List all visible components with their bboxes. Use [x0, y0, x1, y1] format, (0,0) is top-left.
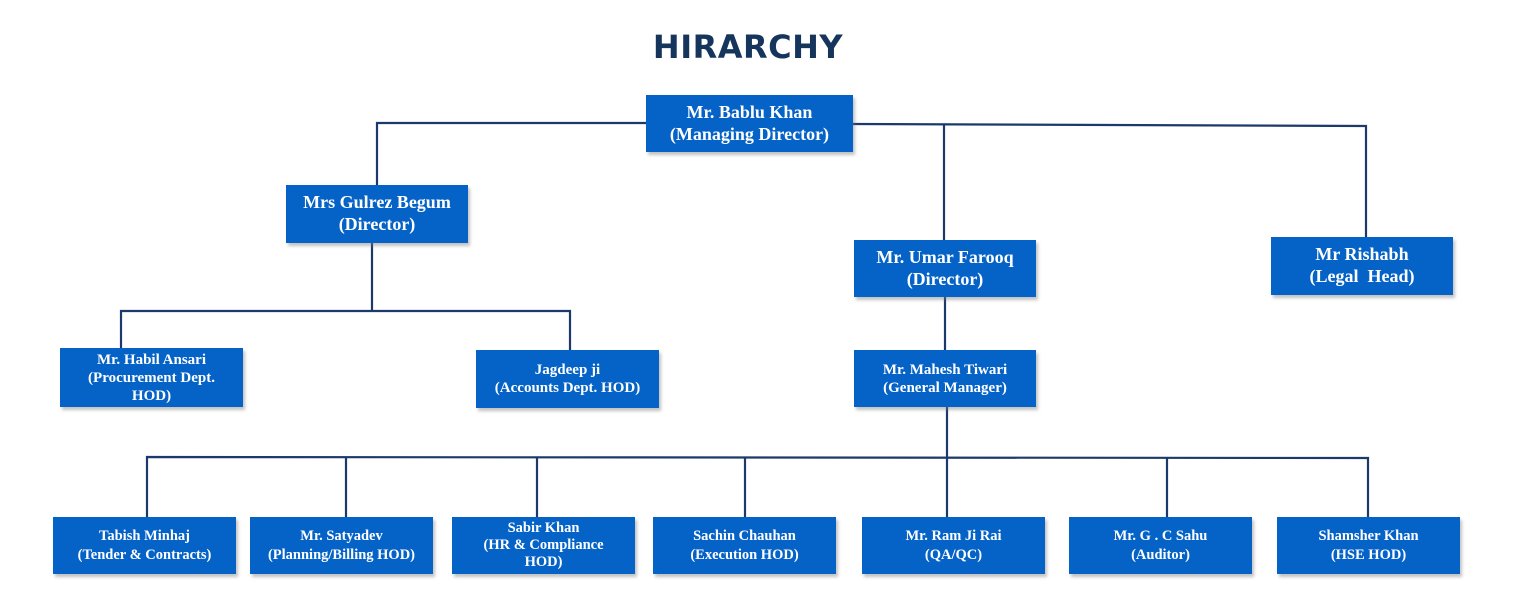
node-name: Jagdeep ji: [534, 362, 601, 378]
node-role: (HSE HOD): [1330, 546, 1407, 563]
connector-md-bus-right: [852, 122, 1368, 237]
node-execution-hod: Sachin Chauhan (Execution HOD): [653, 517, 836, 574]
node-name: Mr. Ram Ji Rai: [905, 528, 1002, 545]
node-role: (Director): [906, 268, 984, 289]
node-name: Tabish Minhaj: [99, 528, 190, 545]
node-role: (Planning/Billing HOD): [267, 546, 416, 563]
node-name: Mr. Satyadev: [300, 528, 383, 545]
node-name: Mr. Habil Ansari: [96, 351, 207, 368]
node-role: (Procurement Dept. HOD): [88, 369, 219, 404]
node-director-umar: Mr. Umar Farooq (Director): [854, 240, 1036, 297]
node-managing-director: Mr. Bablu Khan (Managing Director): [646, 95, 853, 152]
node-role: (Execution HOD): [690, 546, 799, 563]
node-role: (QA/QC): [924, 546, 983, 563]
node-role: (Legal Head): [1309, 266, 1415, 286]
node-name: Mr. Bablu Khan: [686, 101, 813, 122]
node-role: (Auditor): [1131, 546, 1190, 563]
chart-title: HIRARCHY: [652, 28, 844, 66]
node-accounts-hod: Jagdeep ji (Accounts Dept. HOD): [476, 350, 659, 408]
node-name: Sachin Chauhan: [693, 528, 796, 545]
node-planning-billing-hod: Mr. Satyadev (Planning/Billing HOD): [250, 517, 433, 574]
node-role: (Tender & Contracts): [77, 546, 212, 563]
node-auditor: Mr. G . C Sahu (Auditor): [1069, 517, 1252, 574]
node-procurement-hod: Mr. Habil Ansari (Procurement Dept. HOD): [60, 348, 243, 407]
node-hr-compliance-hod: Sabir Khan (HR & Compliance HOD): [452, 517, 635, 574]
node-name: Shamsher Khan: [1318, 528, 1419, 545]
node-role: (Accounts Dept. HOD): [494, 380, 641, 396]
connector-md-gulrez: [375, 121, 646, 185]
node-role: (General Manager): [883, 379, 1007, 396]
node-name: Mr. Umar Farooq: [876, 246, 1014, 267]
node-name: Mr. Mahesh Tiwari: [882, 361, 1008, 378]
node-name: Sabir Khan: [507, 520, 580, 537]
node-name: Mr. G . C Sahu: [1113, 528, 1208, 545]
node-legal-head: Mr Rishabh (Legal Head): [1271, 237, 1453, 295]
node-role: (Managing Director): [669, 123, 830, 144]
node-name: Mr Rishabh: [1315, 244, 1409, 265]
node-qa-qc: Mr. Ram Ji Rai (QA/QC): [862, 517, 1045, 574]
node-tender-contracts: Tabish Minhaj (Tender & Contracts): [53, 517, 236, 574]
node-general-manager: Mr. Mahesh Tiwari (General Manager): [854, 350, 1036, 407]
connector-gulrez-bus: [119, 309, 572, 350]
node-role: (HR & Compliance HOD): [483, 537, 608, 570]
node-name: Mrs Gulrez Begum: [303, 192, 451, 213]
node-director-gulrez: Mrs Gulrez Begum (Director): [286, 185, 468, 243]
node-role: (Director): [338, 214, 416, 234]
connector-mahesh-bus: [145, 455, 1370, 517]
node-hse-hod: Shamsher Khan (HSE HOD): [1277, 517, 1460, 574]
